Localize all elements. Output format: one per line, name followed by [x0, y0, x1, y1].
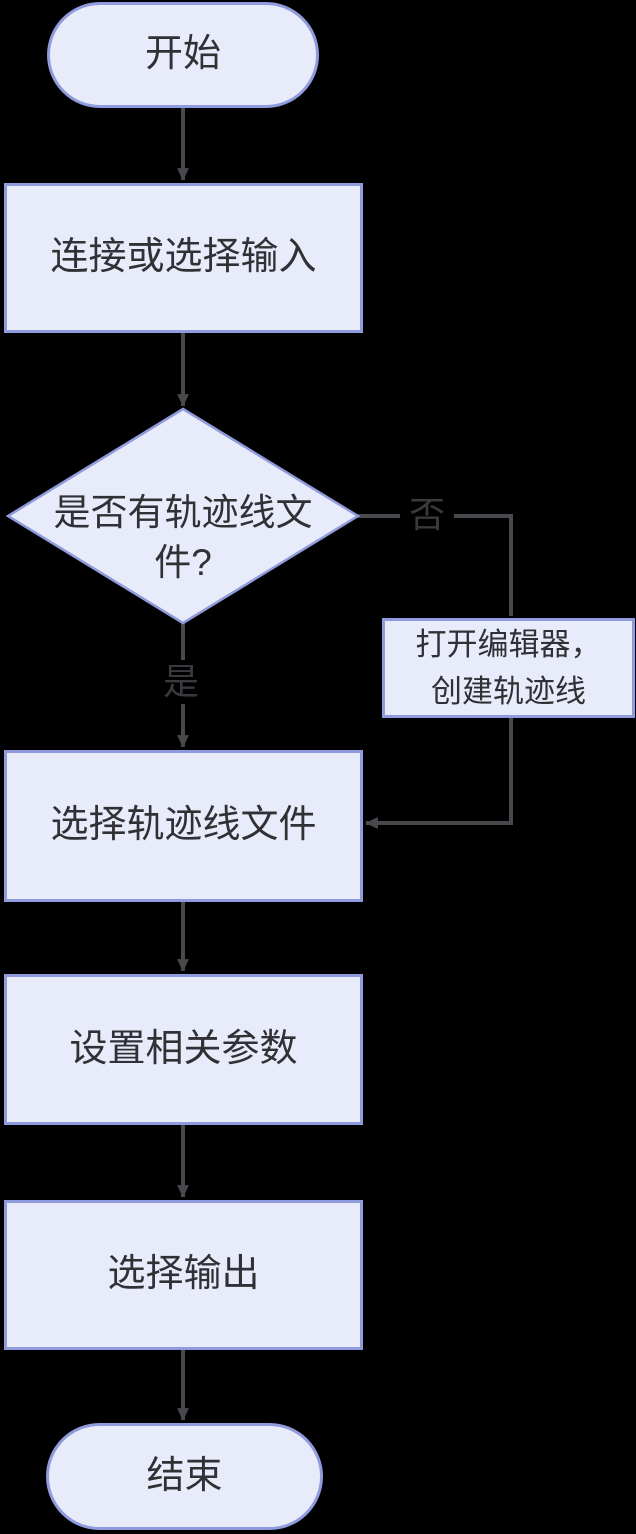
end-node: 结束	[46, 1423, 323, 1530]
edge-label-yes: 是	[153, 660, 209, 704]
end-node-label: 结束	[146, 1454, 223, 1497]
connect-or-select-input-label: 连接或选择输入	[50, 236, 317, 279]
open-editor-create-trajectory-label: 打开编辑器，创建轨迹线	[415, 627, 602, 709]
start-node: 开始	[47, 2, 319, 108]
select-output-node: 选择输出	[4, 1200, 363, 1350]
trajectory-file-decision-label: 是否有轨迹线文件?	[53, 492, 313, 583]
edge-open-editor-to-select-file	[365, 718, 513, 829]
connect-or-select-input-node: 连接或选择输入	[4, 183, 363, 333]
select-trajectory-file-label: 选择轨迹线文件	[50, 804, 317, 847]
select-trajectory-file-node: 选择轨迹线文件	[4, 750, 363, 902]
set-parameters-label: 设置相关参数	[69, 1027, 298, 1070]
set-parameters-node: 设置相关参数	[4, 974, 363, 1125]
start-node-label: 开始	[144, 33, 221, 76]
select-output-label: 选择输出	[107, 1253, 260, 1296]
edge-label-no: 否	[399, 493, 455, 537]
decision-diamond-shape	[5, 407, 361, 625]
open-editor-create-trajectory-node: 打开编辑器，创建轨迹线	[382, 618, 635, 718]
